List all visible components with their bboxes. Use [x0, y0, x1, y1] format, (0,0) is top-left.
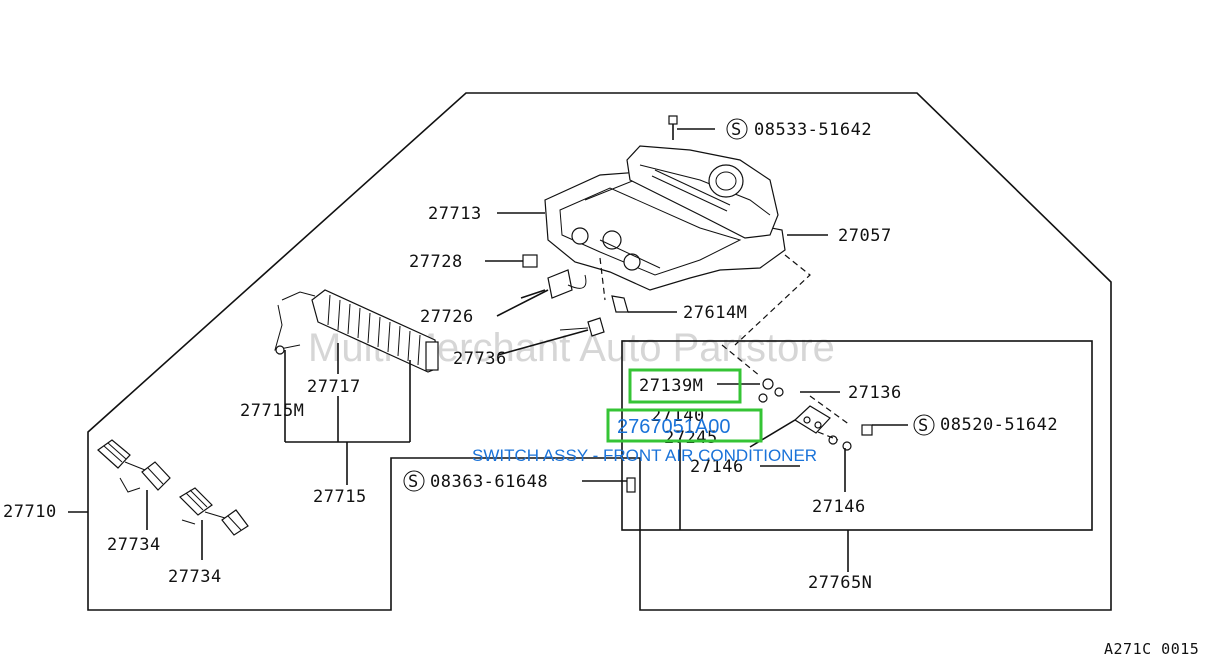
label-27245[interactable]: 27245: [664, 428, 718, 448]
label-27715M[interactable]: 27715M: [240, 401, 304, 421]
cable-27734-upper: [97, 439, 171, 493]
label-27710[interactable]: 27710: [3, 502, 57, 522]
label-27713[interactable]: 27713: [428, 204, 482, 224]
label-27136[interactable]: 27136: [848, 383, 902, 403]
label-27726[interactable]: 27726: [420, 307, 474, 327]
label-27614M[interactable]: 27614M: [683, 303, 747, 323]
label-27139M[interactable]: 27139M: [639, 376, 703, 396]
svg-text:S: S: [918, 416, 929, 436]
outer-outline: [87, 92, 1112, 611]
label-27734-upper[interactable]: 27734: [107, 535, 161, 555]
label-27734-lower[interactable]: 27734: [168, 567, 222, 587]
s-circle-08533: S: [726, 118, 748, 140]
svg-text:S: S: [408, 472, 419, 492]
label-27736[interactable]: 27736: [453, 349, 507, 369]
label-27728[interactable]: 27728: [409, 252, 463, 272]
label-08520-51642[interactable]: 08520-51642: [940, 415, 1058, 435]
control-head-body: [544, 145, 786, 291]
small-clips: [520, 254, 629, 337]
label-27057[interactable]: 27057: [838, 226, 892, 246]
highlighted-part-number[interactable]: 2767051A00: [617, 416, 730, 438]
cable-27734-lower: [179, 487, 249, 536]
part-description-link[interactable]: SWITCH ASSY - FRONT AIR CONDITIONER: [472, 446, 817, 465]
label-27765N[interactable]: 27765N: [808, 573, 872, 593]
dashed-assembly-line: [734, 254, 811, 346]
label-27717[interactable]: 27717: [307, 377, 361, 397]
switch-bracket: [721, 344, 873, 451]
figure-code: A271C 0015: [1104, 640, 1199, 658]
label-27146-left[interactable]: 27146: [690, 457, 744, 477]
label-08533-51642[interactable]: 08533-51642: [754, 120, 872, 140]
screw-08363: [626, 477, 636, 493]
label-08363-61648[interactable]: 08363-61648: [430, 472, 548, 492]
svg-text:S: S: [731, 120, 742, 140]
highlight-box-part-number[interactable]: [606, 408, 763, 443]
label-27715[interactable]: 27715: [313, 487, 367, 507]
s-circle-08520: S: [913, 414, 935, 436]
screw-08533: [668, 115, 678, 140]
label-27146-right[interactable]: 27146: [812, 497, 866, 517]
switch-box-outline: [621, 340, 1093, 531]
s-circle-08363: S: [403, 470, 425, 492]
highlight-box-27139M[interactable]: [628, 368, 742, 404]
duct-27717: [274, 289, 439, 373]
